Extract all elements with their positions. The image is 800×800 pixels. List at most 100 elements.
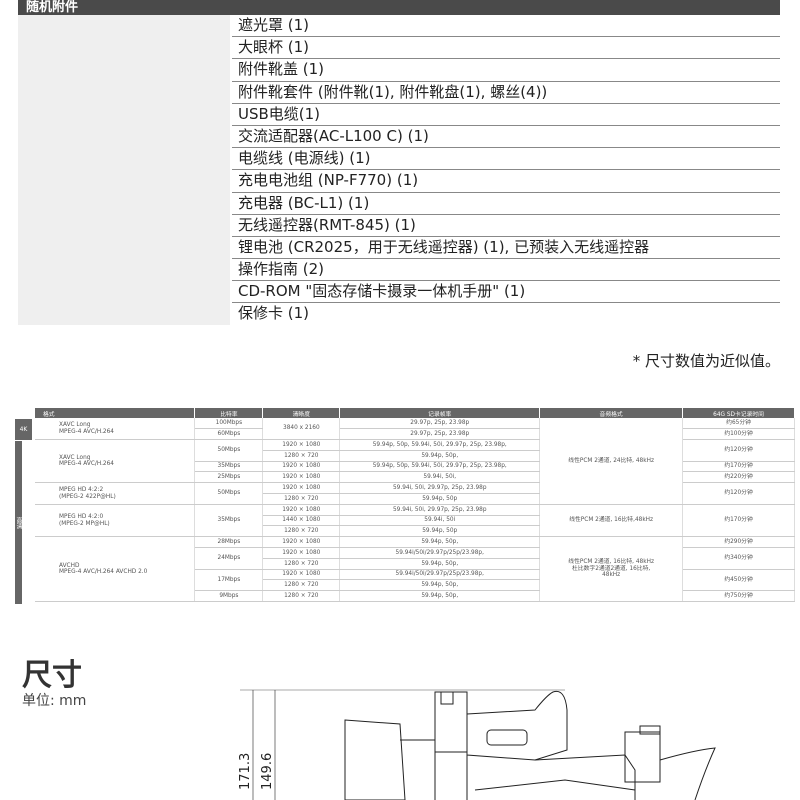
table-cell: 约120分钟 (682, 439, 795, 462)
table-cell: 50Mbps (194, 439, 264, 462)
table-cell: 约170分钟 (682, 504, 795, 538)
table-cell: 59.94p, 50p (339, 493, 541, 505)
accessories-header: 随机附件 (18, 0, 780, 15)
column-header: 清晰度 (262, 408, 341, 418)
table-cell: 29.97p, 25p, 23.98p (339, 418, 541, 430)
table-cell: XAVC Long MPEG-4 AVC/H.264 (35, 439, 196, 484)
table-cell: 3840 x 2160 (262, 418, 341, 441)
table-cell: 59.94i, 50i, (339, 471, 541, 484)
table-cell: 29.97p, 25p, 23.98p (339, 428, 541, 441)
table-cell: 50Mbps (194, 482, 264, 505)
table-cell: MPEG HD 4:2:2 (MPEG-2 422P@HL) (35, 482, 196, 505)
table-cell: 59.94p, 50p, (339, 536, 541, 549)
accessories-label-cell (18, 15, 230, 325)
table-cell: 线性PCM 2通道, 16比特, 48kHz 杜比数字2通道2通道, 16比特,… (539, 536, 684, 603)
table-cell: 1920 × 1080 (262, 471, 341, 484)
table-cell: 9Mbps (194, 590, 264, 603)
table-cell: 59.94i, 50i (339, 515, 541, 527)
accessory-item: CD-ROM "固态存储卡摄录一体机手册" (1) (232, 281, 780, 304)
table-cell: 1920 × 1080 (262, 482, 341, 495)
table-cell: 约65分钟 (682, 418, 795, 430)
accessory-item: 无线遥控器(RMT-845) (1) (232, 215, 780, 237)
size-note: * 尺寸数值为近似值。 (632, 352, 780, 370)
table-cell: 59.94p, 50p, 59.94i, 50i, 29.97p, 25p, 2… (339, 439, 541, 451)
table-cell: 25Mbps (194, 471, 264, 484)
table-cell: 59.94i/50i/29.97p/25p/23.98p, (339, 547, 541, 559)
table-cell: 1920 × 1080 (262, 569, 341, 581)
table-cell: 59.94p, 50p, (339, 558, 541, 570)
table-cell: 约450分钟 (682, 569, 795, 592)
table-cell: 约340分钟 (682, 547, 795, 570)
table-cell: 59.94p, 50p, 59.94i, 50i, 29.97p, 25p, 2… (339, 461, 541, 473)
table-cell: 59.94p, 50p, (339, 590, 541, 603)
table-cell: 59.94p, 50p (339, 525, 541, 538)
table-cell: 1920 × 1080 (262, 504, 341, 516)
category-4k: 4K (15, 419, 32, 440)
accessory-item: 操作指南 (2) (232, 259, 780, 282)
table-cell: 1920 × 1080 (262, 461, 341, 473)
table-cell: 24Mbps (194, 547, 264, 570)
table-cell: 约100分钟 (682, 428, 795, 441)
table-cell: 59.94i, 50i, 29.97p, 25p, 23.98p (339, 482, 541, 495)
column-header: 记录帧率 (339, 408, 541, 418)
accessory-item: 保修卡 (1) (238, 304, 310, 323)
table-row: 60Mbps 29.97p, 25p, 23.98p 约100分钟 (35, 428, 795, 441)
table-cell: 59.94p, 50p, (339, 450, 541, 462)
table-cell: 约290分钟 (682, 536, 795, 549)
table-cell: 线性PCM 2通道, 16比特,48kHz (539, 504, 684, 538)
accessory-item: 充电电池组 (NP-F770) (1) (232, 170, 780, 193)
accessory-item: 附件靴盖 (1) (232, 59, 780, 82)
table-cell: 约220分钟 (682, 471, 795, 484)
category-hd: 高清 (15, 441, 22, 604)
dimension-body: 149.6 (260, 753, 275, 790)
column-header: 64G SD卡记录时间 (682, 408, 795, 418)
table-cell: 1280 × 720 (262, 493, 341, 505)
table-cell: 1440 × 1080 (262, 515, 341, 527)
table-cell: 约120分钟 (682, 482, 795, 505)
accessory-item: USB电缆(1) (232, 104, 780, 126)
table-cell: 60Mbps (194, 428, 264, 441)
accessories-list: 遮光罩 (1)大眼杯 (1)附件靴盖 (1)附件靴套件 (附件靴(1), 附件靴… (232, 15, 780, 326)
table-cell: 35Mbps (194, 504, 264, 538)
table-cell: 1920 × 1080 (262, 439, 341, 451)
camcorder-side-drawing: 171.3 149.6 (238, 689, 716, 800)
column-header: 比特率 (194, 408, 264, 418)
column-header: 音频格式 (539, 408, 684, 418)
table-cell: 1280 × 720 (262, 558, 341, 570)
table-cell: 1920 × 1080 (262, 547, 341, 559)
category-column: 4K 高清 (15, 408, 32, 604)
table-cell: 1280 × 720 (262, 579, 341, 592)
table-cell: 35Mbps (194, 461, 264, 473)
accessory-item: 遮光罩 (1) (232, 15, 780, 38)
table-cell: XAVC Long MPEG-4 AVC/H.264 (35, 418, 196, 441)
table-cell: AVCHD MPEG-4 AVC/H.264 AVCHD 2.0 (35, 536, 196, 603)
accessory-item: 附件靴套件 (附件靴(1), 附件靴盘(1), 螺丝(4)) (232, 82, 780, 104)
table-cell: 59.94i, 50i, 29.97p, 25p, 23.98p (339, 504, 541, 516)
dimensions-title: 尺寸 (22, 658, 82, 693)
dimension-total: 171.3 (238, 753, 253, 790)
accessory-item: 锂电池 (CR2025，用于无线遥控器) (1), 已预装入无线遥控器 (232, 237, 780, 260)
accessory-item: 电缆线 (电源线) (1) (232, 148, 780, 171)
table-cell: 1920 × 1080 (262, 536, 341, 549)
table-cell: MPEG HD 4:2:0 (MPEG-2 MP@HL) (35, 504, 196, 538)
table-cell: 约750分钟 (682, 590, 795, 603)
accessory-item: 大眼杯 (1) (232, 37, 780, 60)
column-header: 格式 (35, 408, 196, 418)
camcorder-outline (344, 690, 716, 800)
table-cell: 线性PCM 2通道, 24比特, 48kHz (539, 418, 684, 505)
table-cell: 59.94p, 50p, (339, 579, 541, 592)
